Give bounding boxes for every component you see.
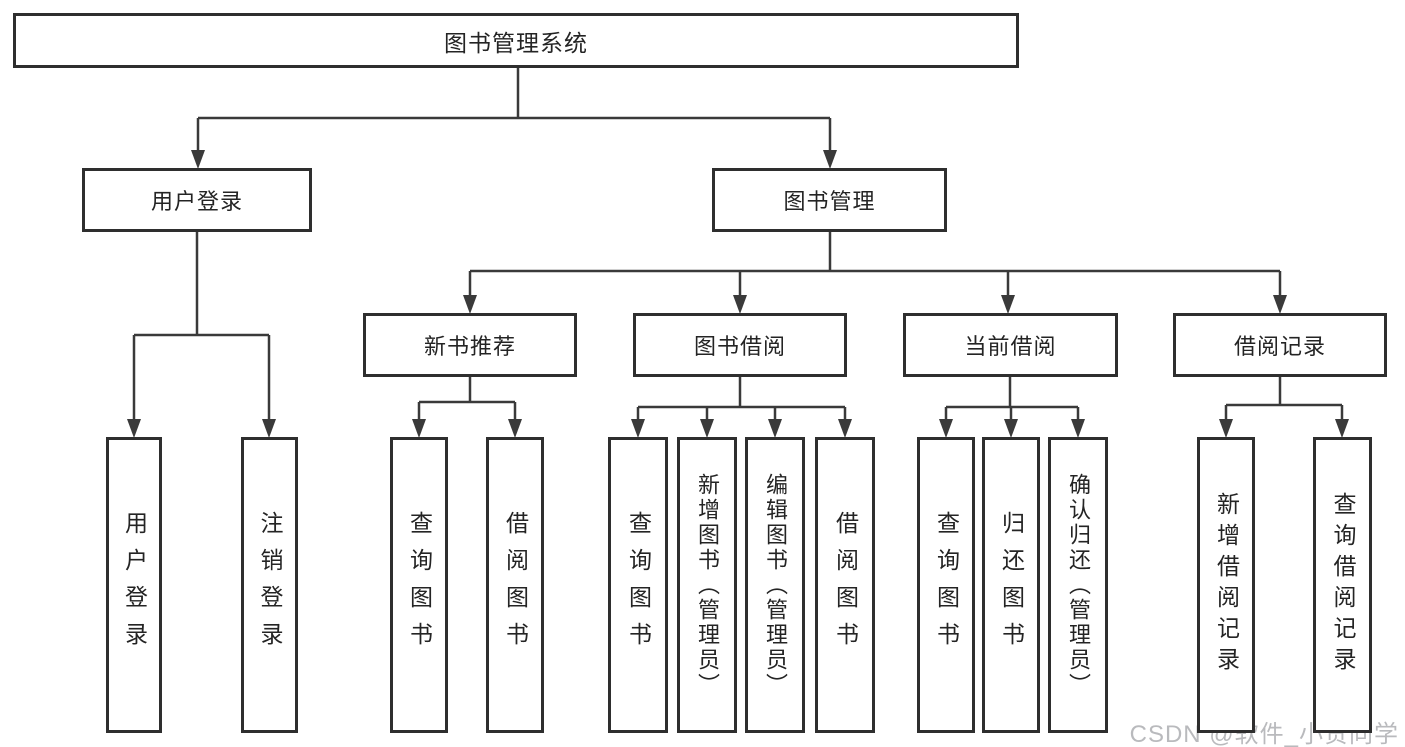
node-label: 查询借阅记录 [1330,492,1356,678]
arrow-icon [838,419,852,438]
arrow-icon [1273,295,1287,314]
arrow-icon [127,419,141,438]
node-book-management: 图书管理 [712,168,947,232]
node-label: 归还图书 [998,511,1025,659]
node-label: 查询图书 [933,511,960,659]
leaf-borrow-books-1: 借阅图书 [486,437,544,733]
arrow-icon [631,419,645,438]
leaf-logout: 注销登录 [241,437,298,733]
arrow-icon [823,150,837,169]
node-label: 借阅图书 [832,511,859,659]
arrow-icon [768,419,782,438]
leaf-query-borrow-record: 查询借阅记录 [1313,437,1372,733]
arrow-icon [1219,419,1233,438]
arrowheads [127,150,1349,438]
leaf-add-book-admin: 新增图书（管理员） [677,437,737,733]
node-label: 图书借阅 [693,334,786,359]
arrow-icon [262,419,276,438]
arrow-icon [1004,419,1018,438]
node-label: 新书推荐 [423,334,516,359]
arrow-icon [1071,419,1085,438]
node-borrow-records: 借阅记录 [1173,313,1387,377]
node-label: 用户登录 [150,189,243,214]
node-label: 确认归还（管理员） [1066,472,1091,698]
node-label: 借阅图书 [502,511,529,659]
leaf-edit-book-admin: 编辑图书（管理员） [745,437,805,733]
node-label: 新增图书（管理员） [695,472,720,698]
arrow-icon [700,419,714,438]
node-label: 注销登录 [257,511,283,659]
node-label: 图书管理系统 [444,29,588,56]
node-user-login: 用户登录 [82,168,312,232]
leaf-query-books-1: 查询图书 [390,437,448,733]
node-label: 用户登录 [121,511,148,659]
leaf-confirm-return-admin: 确认归还（管理员） [1048,437,1108,733]
arrow-icon [412,419,426,438]
node-label: 当前借阅 [964,334,1057,359]
leaf-user-login: 用户登录 [106,437,162,733]
arrow-icon [463,295,477,314]
node-label: 查询图书 [625,511,652,659]
arrow-icon [191,150,205,169]
leaf-borrow-books-2: 借阅图书 [815,437,875,733]
leaf-return-book: 归还图书 [982,437,1040,733]
node-new-book-recommend: 新书推荐 [363,313,577,377]
arrow-icon [508,419,522,438]
arrow-icon [1335,419,1349,438]
leaf-query-books-2: 查询图书 [608,437,668,733]
leaf-add-borrow-record: 新增借阅记录 [1197,437,1255,733]
node-label: 新增借阅记录 [1213,492,1240,678]
leaf-query-books-3: 查询图书 [917,437,975,733]
node-label: 查询图书 [406,511,433,659]
node-label: 图书管理 [783,189,876,214]
node-label: 编辑图书（管理员） [763,472,788,698]
node-current-borrow: 当前借阅 [903,313,1118,377]
node-root: 图书管理系统 [13,13,1019,68]
node-book-borrow: 图书借阅 [633,313,847,377]
arrow-icon [939,419,953,438]
node-label: 借阅记录 [1233,334,1326,359]
arrow-icon [1001,295,1015,314]
arrow-icon [733,295,747,314]
